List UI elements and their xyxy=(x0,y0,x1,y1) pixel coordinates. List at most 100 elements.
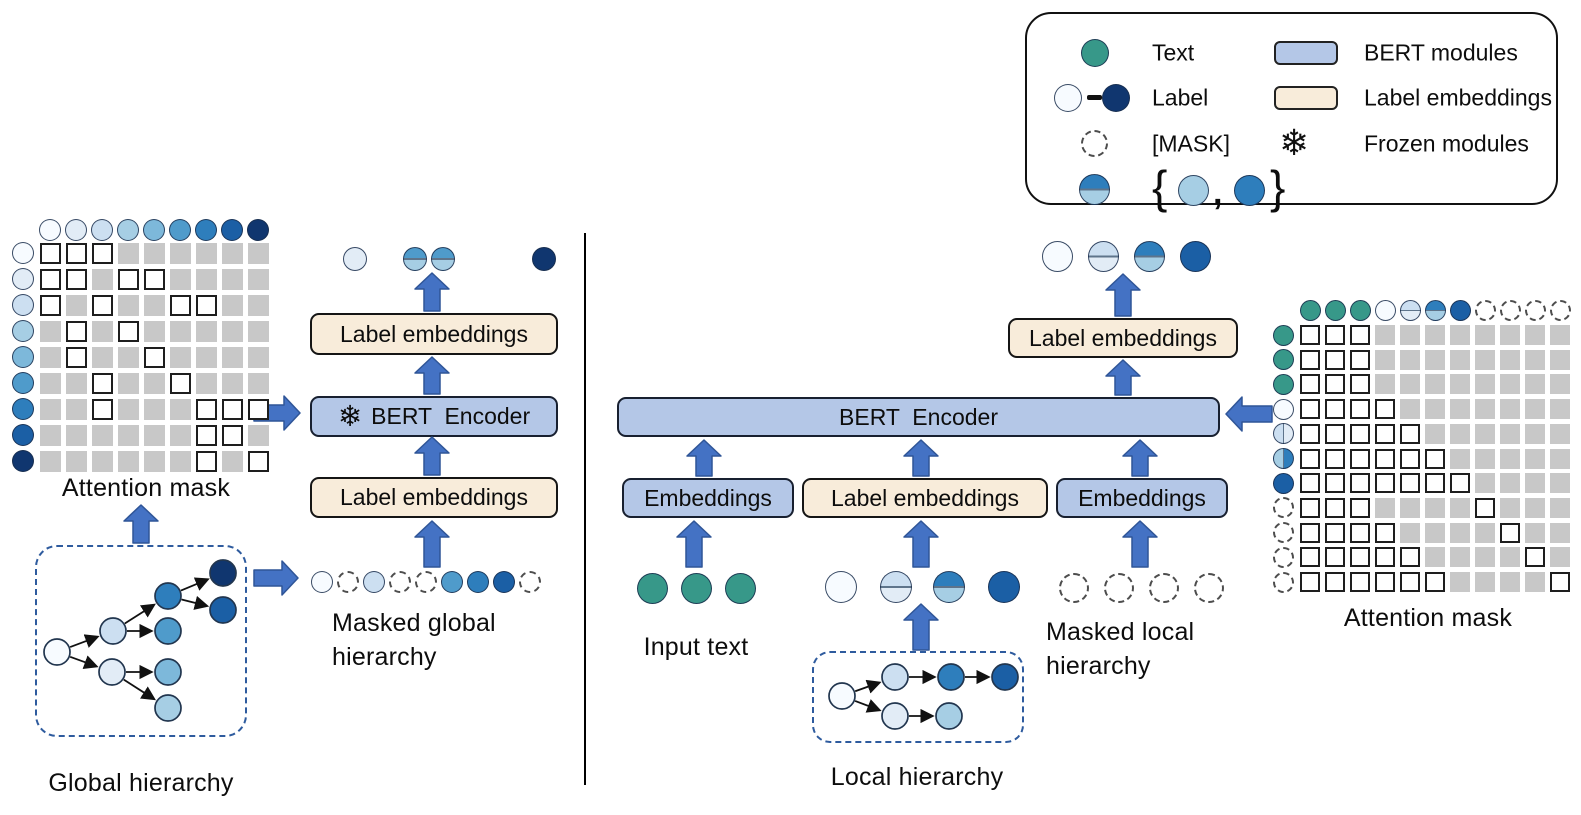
masked-local-token xyxy=(1149,573,1179,603)
right-attention-mask-cell-masked xyxy=(1500,423,1520,444)
right-attention-mask-cell-masked xyxy=(1500,473,1520,494)
right-attention-mask-cell-masked xyxy=(1425,374,1445,395)
right-attention-mask-cell-masked xyxy=(1475,448,1495,469)
left-attention-mask-cell-masked xyxy=(221,346,243,368)
left-attention-mask-cell-visible xyxy=(195,294,217,316)
right-attention-mask-cell-masked xyxy=(1550,522,1570,543)
left-attention-mask-cell-masked xyxy=(247,242,269,264)
right-attention-mask-cell-masked xyxy=(1450,572,1470,592)
right-attention-mask-cell-masked xyxy=(1525,374,1545,395)
right-attention-mask-cell-masked xyxy=(1550,497,1570,518)
right-attention-mask-cell-masked xyxy=(1425,497,1445,518)
left-attention-mask-cell-masked xyxy=(91,346,113,368)
left-attention-mask-row-header-token xyxy=(12,294,34,316)
left-attention-mask-caption: Attention mask xyxy=(61,474,231,502)
left-attention-mask-cell-visible xyxy=(65,242,87,264)
embeddings-right-text: Embeddings xyxy=(1078,484,1206,511)
flow-arrow-up xyxy=(1122,520,1158,568)
left-attention-mask-cell-visible xyxy=(91,242,113,264)
right-attention-mask-cell-masked xyxy=(1550,423,1570,444)
right-attention-mask-cell-masked xyxy=(1425,325,1445,345)
right-attention-mask-cell-visible xyxy=(1325,349,1345,370)
right-attention-mask-col-header-token xyxy=(1324,299,1346,321)
right-attention-mask-cell-masked xyxy=(1475,325,1495,345)
right-attention-mask-cell-masked xyxy=(1475,547,1495,568)
left-attention-mask-row-header-token xyxy=(12,268,34,290)
left-attention-mask-cell-masked xyxy=(169,320,191,342)
right-attention-mask-cell-masked xyxy=(1550,399,1570,420)
right-attention-mask-col-header-token xyxy=(1399,299,1421,321)
left-attention-mask-cell-visible xyxy=(169,372,191,394)
label-embeddings-top-text: Label embeddings xyxy=(1029,324,1217,351)
right-attention-mask-cell-visible xyxy=(1325,497,1345,518)
right-attention-mask-cell-masked xyxy=(1550,349,1570,370)
right-attention-mask-cell-masked xyxy=(1475,349,1495,370)
right-attention-mask-cell-masked xyxy=(1525,572,1545,592)
right-attention-mask-cell-visible xyxy=(1375,522,1395,543)
left-attention-mask-row-header-token xyxy=(12,398,34,420)
right-attention-mask-cell-masked xyxy=(1475,374,1495,395)
main-bert-encoder-text: BERT Encoder xyxy=(839,403,998,430)
right-attention-mask-col-header-token xyxy=(1524,299,1546,321)
left-attention-mask-cell-masked xyxy=(143,424,165,446)
legend-label-label: Label xyxy=(1152,84,1209,111)
right-attention-mask-cell-visible xyxy=(1450,473,1470,494)
left-attention-mask-cell-visible xyxy=(117,268,139,290)
right-attention-mask-cell-masked xyxy=(1525,473,1545,494)
left-bert-encoder-text: BERT Encoder xyxy=(371,403,531,429)
left-attention-mask-row-header-token xyxy=(12,450,34,472)
left-label-embeddings-bottom-text: Label embeddings xyxy=(340,484,528,510)
left-attention-mask-cell-visible xyxy=(221,424,243,446)
right-attention-mask-cell-masked xyxy=(1500,349,1520,370)
right-attention-mask-cell-visible xyxy=(1300,473,1320,494)
left-attention-mask-col-header-token xyxy=(169,219,191,241)
left-attention-mask-col-header-token xyxy=(117,219,139,241)
left-attention-mask-cell-masked xyxy=(117,424,139,446)
left-attention-mask-cell-masked xyxy=(65,372,87,394)
right-attention-mask-row-header-token xyxy=(1272,373,1294,395)
right-attention-mask-cell-visible xyxy=(1325,572,1345,592)
left-attention-mask-cell-visible xyxy=(195,450,217,472)
right-attention-mask-cell-masked xyxy=(1450,325,1470,345)
right-attention-mask-cell-masked xyxy=(1450,349,1470,370)
right-attention-mask-row-header-token xyxy=(1272,472,1294,494)
label-embeddings-mid-module: Label embeddings xyxy=(802,478,1048,518)
right-attention-mask-cell-masked xyxy=(1550,547,1570,568)
frozen-snowflake-icon: ❄ xyxy=(337,399,363,433)
local-hierarchy-token xyxy=(933,571,965,603)
left-attention-mask-cell-visible xyxy=(221,398,243,420)
right-attention-mask-cell-masked xyxy=(1525,497,1545,518)
left-attention-mask-cell-visible xyxy=(195,398,217,420)
right-attention-mask-cell-masked xyxy=(1450,399,1470,420)
right-attention-mask-cell-visible xyxy=(1300,349,1320,370)
flow-arrow-up xyxy=(414,356,450,395)
left-attention-mask-cell-masked xyxy=(39,398,61,420)
masked-global-token xyxy=(363,571,385,593)
input-text-caption: Input text xyxy=(643,633,749,661)
flow-arrow-up xyxy=(903,520,939,568)
right-attention-mask-row-header-token xyxy=(1272,546,1294,568)
local-hierarchy-caption: Local hierarchy xyxy=(830,763,1004,791)
right-attention-mask-cell-visible xyxy=(1300,522,1320,543)
right-attention-mask-cell-visible xyxy=(1300,572,1320,592)
left-attention-mask-cell-masked xyxy=(195,268,217,290)
left-attention-mask-cell-masked xyxy=(221,320,243,342)
left-attention-mask-cell-masked xyxy=(117,346,139,368)
right-attention-mask-cell-visible xyxy=(1425,473,1445,494)
left-attention-mask-cell-masked xyxy=(91,450,113,472)
right-attention-mask-row-header-token xyxy=(1272,522,1294,544)
right-attention-mask-cell-visible xyxy=(1375,572,1395,592)
left-attention-mask-col-header-token xyxy=(195,219,217,241)
left-attention-mask-cell-masked xyxy=(195,320,217,342)
left-attention-mask-col-header-token xyxy=(221,219,243,241)
left-attention-mask-cell-masked xyxy=(247,320,269,342)
right-attention-mask-row-header-token xyxy=(1272,448,1294,469)
right-attention-mask-cell-masked xyxy=(1475,572,1495,592)
left-attention-mask-cell-visible xyxy=(65,346,87,368)
input-text-token xyxy=(636,572,668,604)
right-attention-mask-cell-masked xyxy=(1375,497,1395,518)
right-attention-mask-cell-visible xyxy=(1325,473,1345,494)
left-attention-mask-cell-masked xyxy=(169,346,191,368)
right-attention-mask-cell-visible xyxy=(1325,399,1345,420)
right-attention-mask-cell-visible xyxy=(1325,423,1345,444)
